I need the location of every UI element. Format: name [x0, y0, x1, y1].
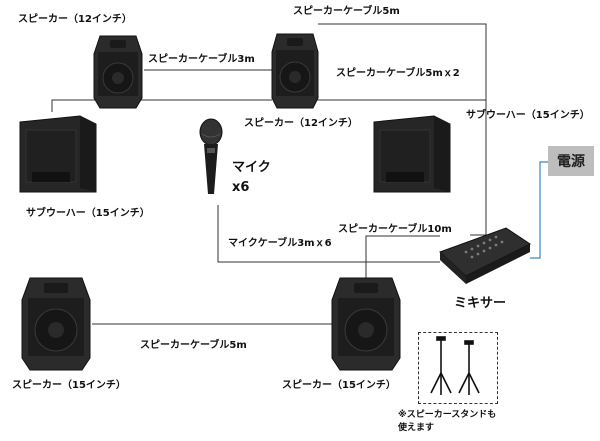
mixer-icon	[436, 226, 532, 288]
subwoofer-left-label: サブウーハー（15インチ）	[26, 208, 150, 219]
cable-mic-label: マイクケーブル3mｘ6	[228, 238, 332, 249]
speaker-top-left-label: スピーカー（12インチ）	[18, 14, 132, 25]
mic-label: マイク	[232, 160, 271, 175]
stand-note-line2: 使えます	[398, 423, 435, 433]
speaker-top-left	[92, 34, 144, 114]
cable-5m-x2-label: スピーカーケーブル5mｘ2	[336, 68, 460, 79]
speaker-bottom-left	[20, 276, 92, 376]
subwoofer-right	[372, 114, 452, 198]
stand-note-line1: ※スピーカースタンドも	[398, 410, 497, 420]
speaker-top-center	[270, 32, 320, 114]
speaker-bottom-right-label: スピーカー（15インチ）	[282, 380, 396, 391]
cable-top-5m-label: スピーカーケーブル5m	[293, 6, 400, 17]
speaker-top-center-label: スピーカー（12インチ）	[244, 118, 358, 129]
speaker-stand-icon	[430, 336, 480, 395]
cable-mixer-10m	[365, 235, 440, 278]
cable-speaker-3m-label: スピーカーケーブル3m	[148, 54, 255, 65]
subwoofer-left	[18, 114, 98, 198]
speaker-stand-box	[418, 332, 498, 404]
cable-top-5m	[318, 23, 487, 236]
speaker-bottom-right	[330, 276, 402, 376]
cable-mic	[217, 205, 440, 263]
power-label: 電源	[557, 154, 585, 170]
microphone-icon	[196, 118, 226, 202]
speaker-bottom-left-label: スピーカー（15インチ）	[12, 380, 126, 391]
power-wire	[530, 161, 548, 259]
mixer-label: ミキサー	[454, 296, 507, 311]
cable-mixer-10m-label: スピーカーケーブル10m	[338, 224, 452, 235]
subwoofer-right-label: サブウーハー（15インチ）	[466, 110, 590, 121]
cable-bottom-5m-label: スピーカーケーブル5m	[140, 340, 247, 351]
cable-sub-left	[51, 99, 272, 112]
mic-count-label: x6	[232, 180, 250, 195]
power-outlet: 電源	[548, 146, 594, 176]
